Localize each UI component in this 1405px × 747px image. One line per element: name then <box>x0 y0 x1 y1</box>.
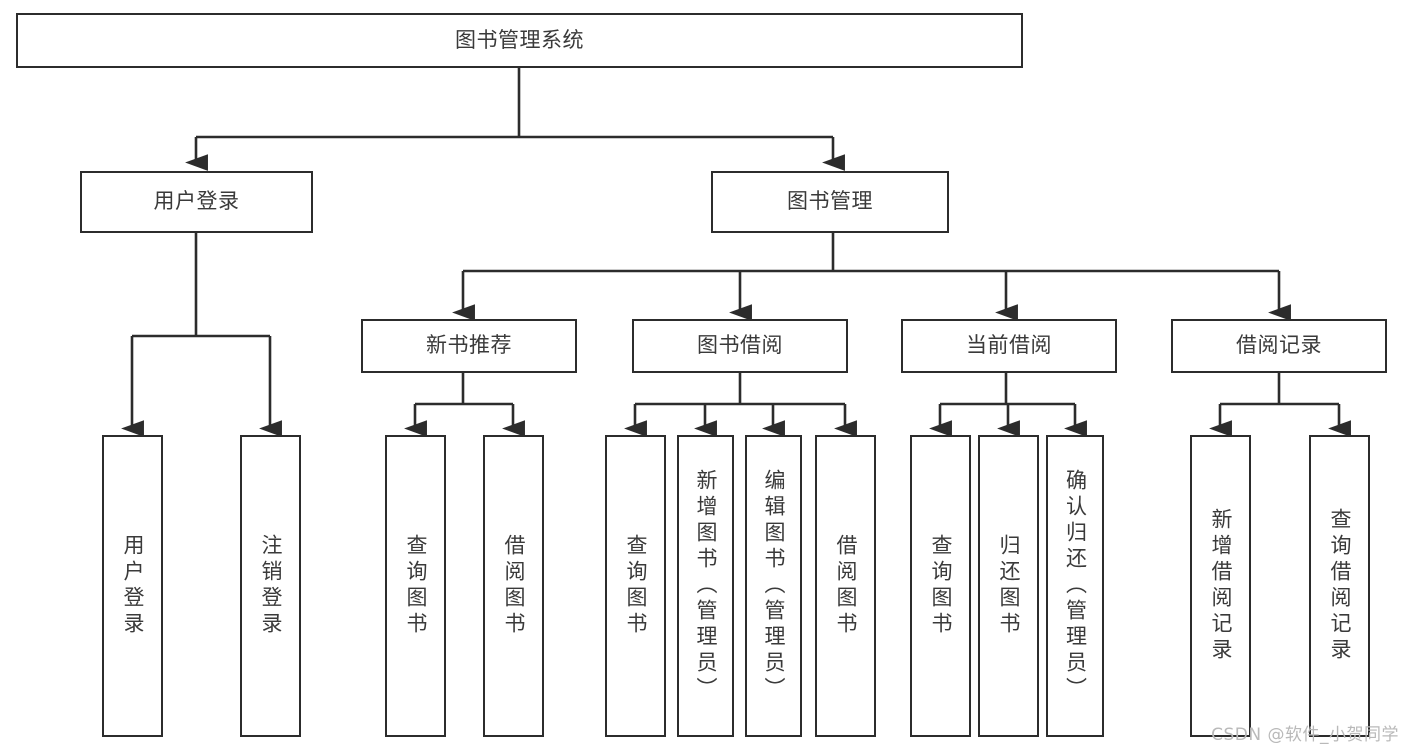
node-leaf-query-book-1[interactable]: 查询图书 <box>385 435 446 737</box>
node-leaf-user-login[interactable]: 用户登录 <box>102 435 163 737</box>
node-label: 用户登录 <box>153 189 240 214</box>
node-label: 借阅记录 <box>1236 333 1322 358</box>
node-label: 确认归还（管理员） <box>1063 469 1088 703</box>
node-label: 查询借阅记录 <box>1328 508 1352 664</box>
node-leaf-query-book-3[interactable]: 查询图书 <box>910 435 971 737</box>
node-label: 查询图书 <box>404 534 428 638</box>
node-label: 注销登录 <box>259 534 283 638</box>
node-label: 归还图书 <box>997 534 1021 638</box>
node-label: 图书管理 <box>787 189 873 214</box>
node-leaf-query-borrow-record[interactable]: 查询借阅记录 <box>1309 435 1370 737</box>
node-label: 借阅图书 <box>834 534 858 638</box>
node-label: 新增借阅记录 <box>1209 508 1233 664</box>
node-borrow-record[interactable]: 借阅记录 <box>1171 319 1387 373</box>
node-label: 当前借阅 <box>966 333 1052 358</box>
node-label: 图书借阅 <box>697 333 783 358</box>
node-leaf-query-book-2[interactable]: 查询图书 <box>605 435 666 737</box>
node-user-login[interactable]: 用户登录 <box>80 171 313 233</box>
node-leaf-add-book-admin[interactable]: 新增图书（管理员） <box>677 435 734 737</box>
csdn-watermark: CSDN @软件_小贺同学 <box>1211 725 1399 745</box>
node-root-system[interactable]: 图书管理系统 <box>16 13 1023 68</box>
node-leaf-return-book[interactable]: 归还图书 <box>978 435 1039 737</box>
node-label: 查询图书 <box>624 534 648 638</box>
node-label: 图书管理系统 <box>455 27 584 52</box>
node-label: 新书推荐 <box>426 333 512 358</box>
node-leaf-confirm-return-admin[interactable]: 确认归还（管理员） <box>1046 435 1104 737</box>
node-label: 查询图书 <box>929 534 953 638</box>
node-label: 编辑图书（管理员） <box>762 469 786 703</box>
node-leaf-borrow-book-1[interactable]: 借阅图书 <box>483 435 544 737</box>
node-label: 用户登录 <box>121 534 145 638</box>
node-leaf-edit-book-admin[interactable]: 编辑图书（管理员） <box>745 435 802 737</box>
node-leaf-logout-login[interactable]: 注销登录 <box>240 435 301 737</box>
node-current-borrow[interactable]: 当前借阅 <box>901 319 1117 373</box>
node-label: 借阅图书 <box>502 534 526 638</box>
node-label: 新增图书（管理员） <box>694 469 718 703</box>
node-book-management[interactable]: 图书管理 <box>711 171 949 233</box>
node-book-borrow[interactable]: 图书借阅 <box>632 319 848 373</box>
node-new-book-recommend[interactable]: 新书推荐 <box>361 319 577 373</box>
node-leaf-add-borrow-record[interactable]: 新增借阅记录 <box>1190 435 1251 737</box>
node-leaf-borrow-book-2[interactable]: 借阅图书 <box>815 435 876 737</box>
